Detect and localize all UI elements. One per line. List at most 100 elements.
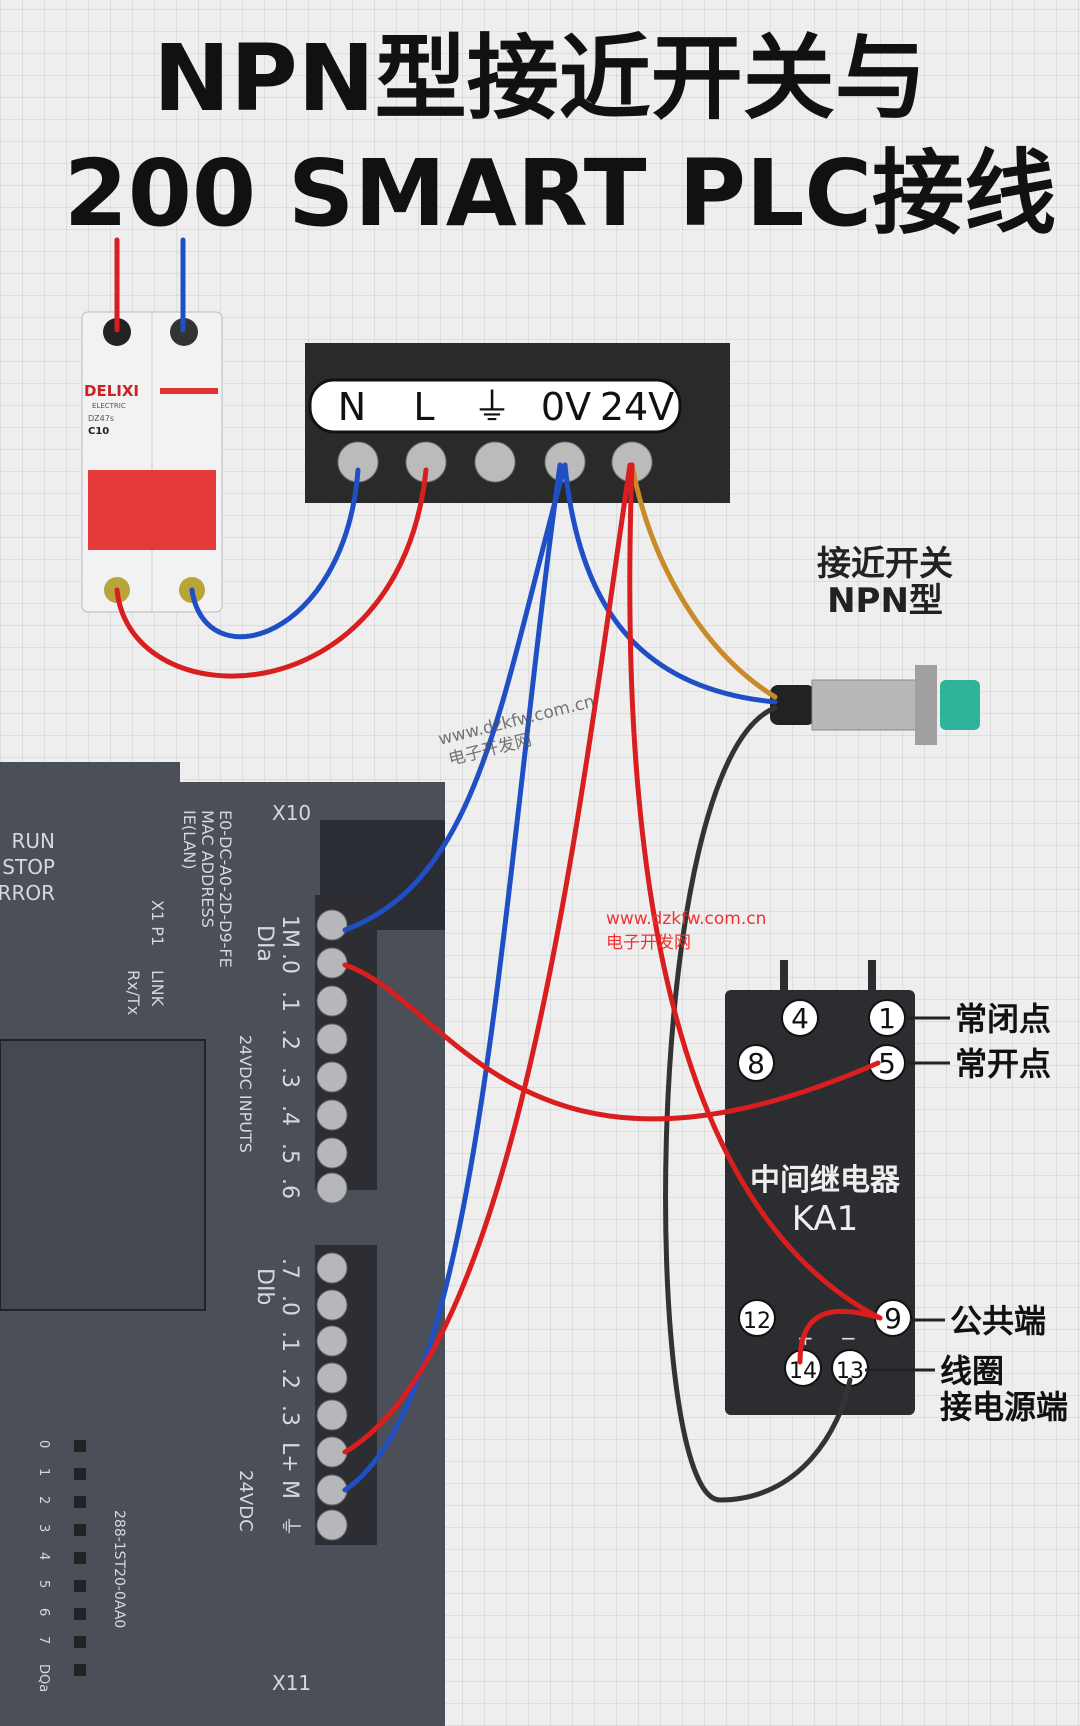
plc-terminal-screw — [316, 1509, 348, 1541]
mac-label: MAC ADDRESS — [198, 810, 217, 928]
inputs-label: 24VDC INPUTS — [236, 1035, 255, 1153]
relay-terminal-number: 9 — [884, 1302, 902, 1335]
port-label: X1 P1 — [148, 900, 167, 946]
plc-terminal-screw — [316, 1137, 348, 1169]
relay-terminal — [781, 999, 819, 1037]
output-led — [74, 1524, 86, 1536]
wire-0v-m — [342, 462, 563, 1493]
relay-tag: KA1 — [792, 1199, 859, 1239]
output-led-label: 5 — [36, 1580, 51, 1588]
wire-0v-1m — [342, 462, 568, 933]
power-supply: N L ⏚ 0V 24V — [305, 343, 730, 503]
sensor-label-1: 接近开关 — [817, 544, 953, 584]
plc-terminal-screw — [316, 947, 348, 979]
relay-name: 中间继电器 — [750, 1163, 901, 1198]
plc-terminal-screw — [316, 909, 348, 941]
coil-minus: − — [840, 1326, 857, 1350]
plc-terminal-screw — [316, 1099, 348, 1131]
psu-terminal-0v: 0V — [541, 385, 591, 429]
wire-9-14 — [797, 1308, 883, 1365]
relay-terminal — [738, 1299, 776, 1337]
output-led-label: 4 — [36, 1552, 51, 1560]
callout-coil-1: 线圈 — [940, 1352, 1004, 1390]
plc-terminal-label: .7 — [277, 1258, 302, 1279]
wire-i0-relay-5 — [342, 962, 881, 1122]
wires — [114, 237, 883, 1503]
circuit-breaker: DELIXI ELECTRIC DZ47s C10 — [81, 311, 223, 613]
title-line-1: NPN型接近开关与 — [153, 25, 926, 132]
output-led — [74, 1580, 86, 1592]
breaker-sub: ELECTRIC — [92, 402, 126, 410]
plc-terminal-label: .4 — [277, 1105, 302, 1126]
dia-label: DIa — [252, 925, 277, 962]
callout-coil-2: 接电源端 — [940, 1388, 1068, 1426]
dc-label: 24VDC — [235, 1470, 256, 1532]
wire-24v-lplus — [342, 462, 633, 1455]
plc-terminal-label: .6 — [277, 1178, 302, 1199]
plc-terminal-label: 1M — [277, 915, 302, 948]
plc-terminal-screw — [316, 1362, 348, 1394]
wire-sensor-brown — [629, 462, 778, 700]
psu-terminal-l: L — [413, 385, 434, 429]
callout-no: 常开点 — [955, 1045, 1051, 1083]
output-led-label: 0 — [36, 1440, 51, 1448]
output-led-label: 1 — [36, 1468, 51, 1476]
output-led — [74, 1552, 86, 1564]
plc-terminal-label: ⏚ — [277, 1515, 302, 1537]
callout-nc: 常闭点 — [955, 1000, 1051, 1038]
psu-terminal-24v: 24V — [600, 385, 674, 429]
led-stop: STOP — [2, 855, 55, 879]
dib-label: DIb — [252, 1268, 277, 1305]
plc-terminal-label: .2 — [277, 1029, 302, 1050]
plc-terminal-screw — [316, 1252, 348, 1284]
relay-terminal-number: 4 — [791, 1002, 809, 1035]
plc-terminal-screw — [316, 1325, 348, 1357]
relay-terminal-number: 5 — [878, 1047, 896, 1080]
sensor-label-2: NPN型 — [827, 581, 943, 621]
watermark-url-2: www.dzkfw.com.cn — [606, 909, 766, 929]
output-led — [74, 1664, 86, 1676]
output-led-label: 3 — [36, 1524, 51, 1532]
led-run: RUN — [12, 829, 56, 853]
plc-terminal-screw — [316, 1061, 348, 1093]
wire-sensor-black — [663, 705, 853, 1503]
rxtx-label: Rx/Tx — [124, 970, 143, 1015]
label-x10: X10 — [272, 801, 311, 825]
proximity-sensor — [770, 665, 980, 745]
psu-terminal-ground: ⏚ — [473, 385, 511, 429]
plc-terminal-screw — [316, 1399, 348, 1431]
output-led-label: 2 — [36, 1496, 51, 1504]
output-led — [74, 1636, 86, 1648]
plc-terminal-label: .0 — [277, 1295, 302, 1316]
plc-terminal-label: M — [277, 1480, 302, 1499]
breaker-model: DZ47s — [88, 414, 114, 423]
link-label: LINK — [148, 970, 167, 1007]
callout-lines — [865, 1016, 950, 1372]
plc-terminal-label: .3 — [277, 1067, 302, 1088]
relay-terminal — [737, 1044, 775, 1082]
wire-24v-relay-9 — [627, 462, 883, 1321]
output-led-label: 7 — [36, 1636, 51, 1644]
ie-lan: IE(LAN) — [180, 810, 199, 870]
title-line-2: 200 SMART PLC接线 — [64, 140, 1056, 247]
watermark-name-2: 电子开发网 — [606, 933, 691, 953]
plc-terminal-screw — [316, 1023, 348, 1055]
breaker-brand: DELIXI — [84, 382, 139, 400]
plc-terminal-label: .1 — [277, 991, 302, 1012]
psu-terminal-n: N — [338, 385, 366, 429]
model-label: 288-1ST20-0AA0 — [111, 1510, 127, 1628]
output-led — [74, 1468, 86, 1480]
breaker-rating: C10 — [88, 426, 109, 437]
wire-n-blue — [189, 467, 361, 640]
led-error: ERROR — [0, 881, 55, 905]
output-led-label: DQa — [36, 1664, 51, 1692]
plc-module: RUN STOP ERROR X10 X11 E0-DC-A0-2D-D9-FE… — [0, 762, 445, 1726]
plc-terminal-label: .0 — [277, 953, 302, 974]
mac-value: E0-DC-A0-2D-D9-FE — [216, 810, 235, 968]
output-led — [74, 1496, 86, 1508]
callout-com: 公共端 — [950, 1302, 1046, 1340]
wire-l-red — [114, 467, 429, 679]
output-led — [74, 1608, 86, 1620]
plc-terminal-label: .1 — [277, 1331, 302, 1352]
